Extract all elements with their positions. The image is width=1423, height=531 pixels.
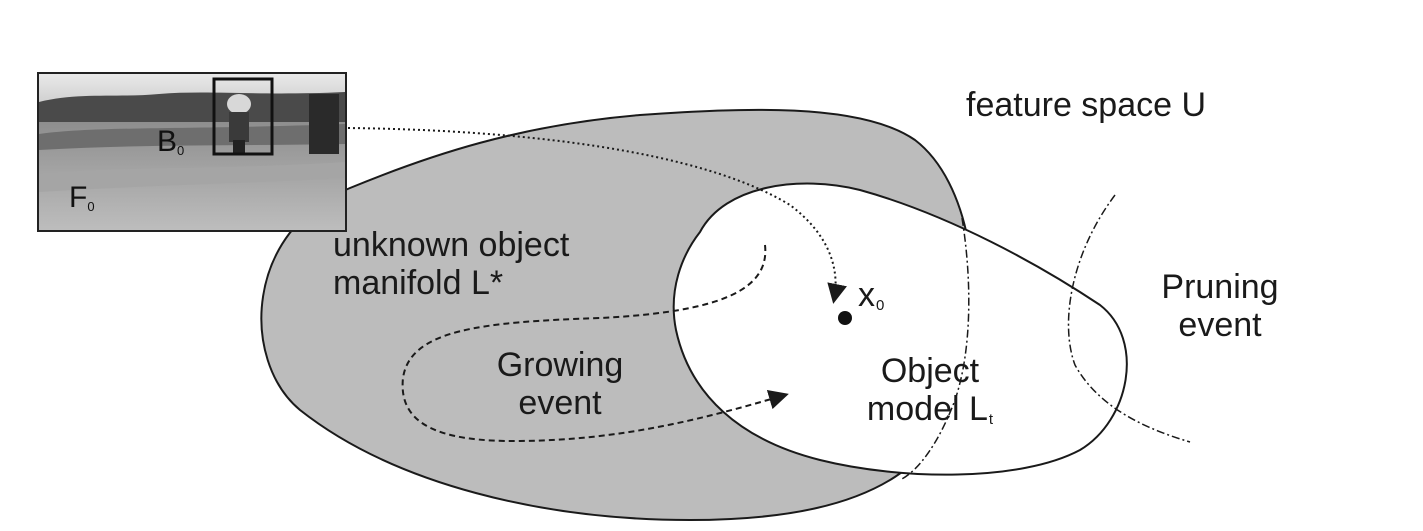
feature-space-label: feature space U: [966, 86, 1207, 124]
pruning-line1: Pruning: [1161, 268, 1279, 306]
box-label: B0: [157, 125, 185, 159]
unknown-manifold-line2: manifold L*: [333, 264, 504, 302]
unknown-manifold-label: unknown object manifold L*: [333, 226, 569, 302]
pruning-event-curve: [1067, 194, 1191, 443]
manifold-boundary-dashdot: [899, 217, 970, 481]
frame-scene: [39, 74, 345, 230]
growing-event-label: Growing event: [470, 346, 650, 422]
pruning-event-label: Pruning event: [1140, 268, 1300, 344]
video-frame-thumbnail: B0 F0: [37, 72, 347, 232]
unknown-manifold-line1: unknown object: [333, 226, 570, 264]
object-model-line2: model Lt: [866, 390, 994, 428]
pruning-line2: event: [1178, 306, 1262, 344]
growing-line2: event: [518, 384, 602, 422]
projection-arrow: [347, 127, 847, 304]
growing-line1: Growing: [496, 346, 624, 384]
object-model-label: Object model Lt: [830, 352, 1030, 439]
frame-label: F0: [69, 181, 95, 215]
x0-label: x0: [858, 276, 885, 314]
object-model-line1: Object: [880, 352, 980, 390]
growing-event-arrow: [401, 244, 789, 443]
x0-point: [838, 311, 852, 325]
